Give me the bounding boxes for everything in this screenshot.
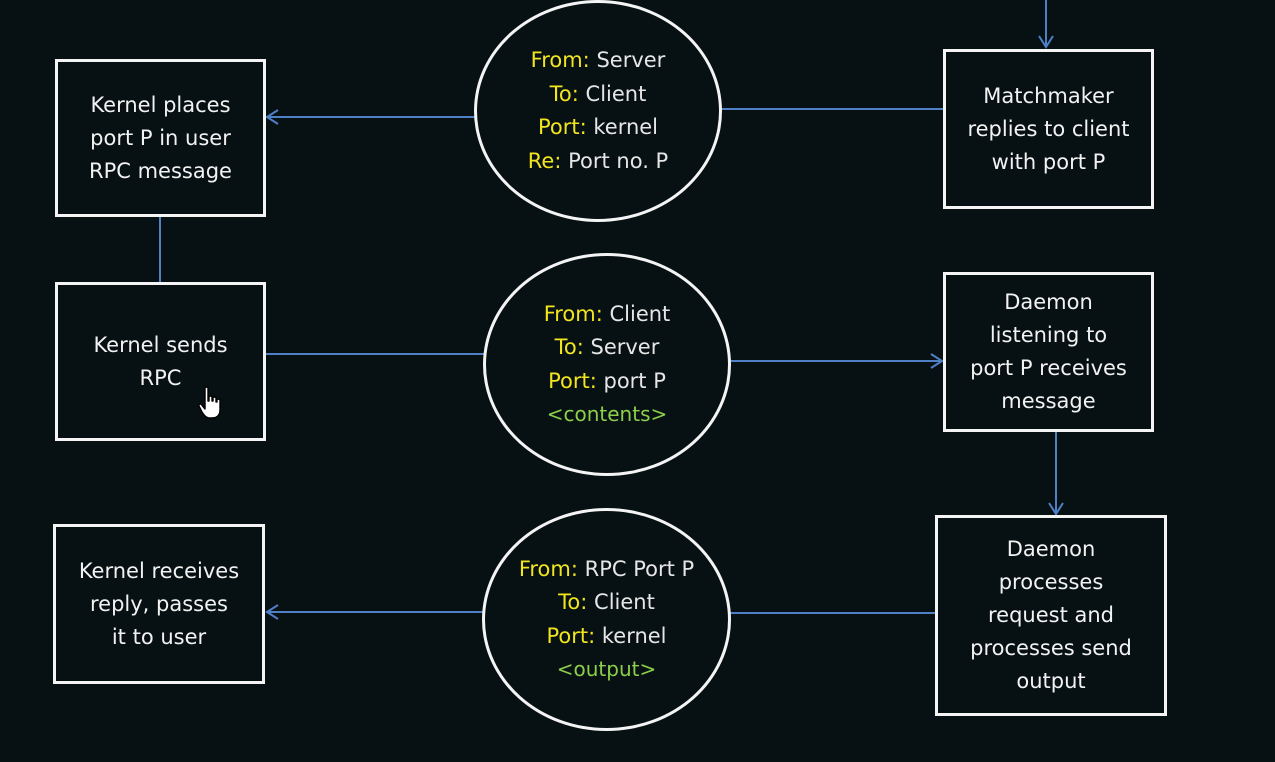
message-line: To: Server [555,331,660,365]
message-line: From: RPC Port P [519,553,694,587]
kernel-receives-box: Kernel receives reply, passes it to user [53,524,265,684]
message-key: To: [558,590,588,614]
message-key: Port: [546,623,596,648]
message-line: Re: Port no. P [528,145,668,179]
message-value: Server [590,335,660,359]
daemon-listening-label: Daemon listening to port P receives mess… [970,290,1127,413]
message-output: <output> [556,657,657,681]
message-line: Port: port P [548,365,666,399]
matchmaker-replies-label: Matchmaker replies to client with port P [967,83,1130,174]
kernel-places-box: Kernel places port P in user RPC message [55,59,266,217]
message-key: To: [554,335,584,359]
message-key: Port: [548,368,597,393]
message-value: kernel [601,623,667,648]
message-line: Port: kernel [546,620,666,654]
message-key: To: [549,81,579,106]
matchmaker-replies-box: Matchmaker replies to client with port P [943,49,1154,209]
message-key: Re: [527,148,562,173]
message-value: Client [609,301,671,326]
message-key: From: [530,48,590,72]
message-key: Port: [537,115,587,139]
server-to-client-message: From: Server To: Client Port: kernel Re:… [474,0,722,222]
message-value: kernel [593,115,659,139]
message-value: Client [585,81,647,106]
message-line: To: Client [550,78,647,112]
message-line: Port: kernel [538,111,658,145]
kernel-places-label: Kernel places port P in user RPC message [89,92,232,183]
message-value: port P [603,368,666,393]
kernel-sends-box: Kernel sends RPC [55,282,266,441]
message-line: From: Server [531,44,666,78]
daemon-listening-box: Daemon listening to port P receives mess… [943,272,1154,432]
message-value: Client [594,590,655,614]
message-value: Server [596,48,666,72]
daemon-processes-box: Daemon processes request and processes s… [935,515,1167,716]
message-line: To: Client [558,586,655,620]
kernel-receives-label: Kernel receives reply, passes it to user [78,558,240,649]
message-value: RPC Port P [584,556,695,581]
message-key: From: [543,301,603,326]
message-line: From: Client [544,298,671,332]
kernel-sends-label: Kernel sends RPC [93,332,228,390]
daemon-processes-label: Daemon processes request and processes s… [970,537,1132,693]
message-key: From: [518,556,578,581]
message-value: Port no. P [568,148,669,173]
port-p-to-client-message: From: RPC Port P To: Client Port: kernel… [482,508,731,731]
hand-pointer-icon [198,386,221,419]
message-contents: <contents> [546,402,668,426]
client-to-server-message: From: Client To: Server Port: port P <co… [483,253,731,476]
